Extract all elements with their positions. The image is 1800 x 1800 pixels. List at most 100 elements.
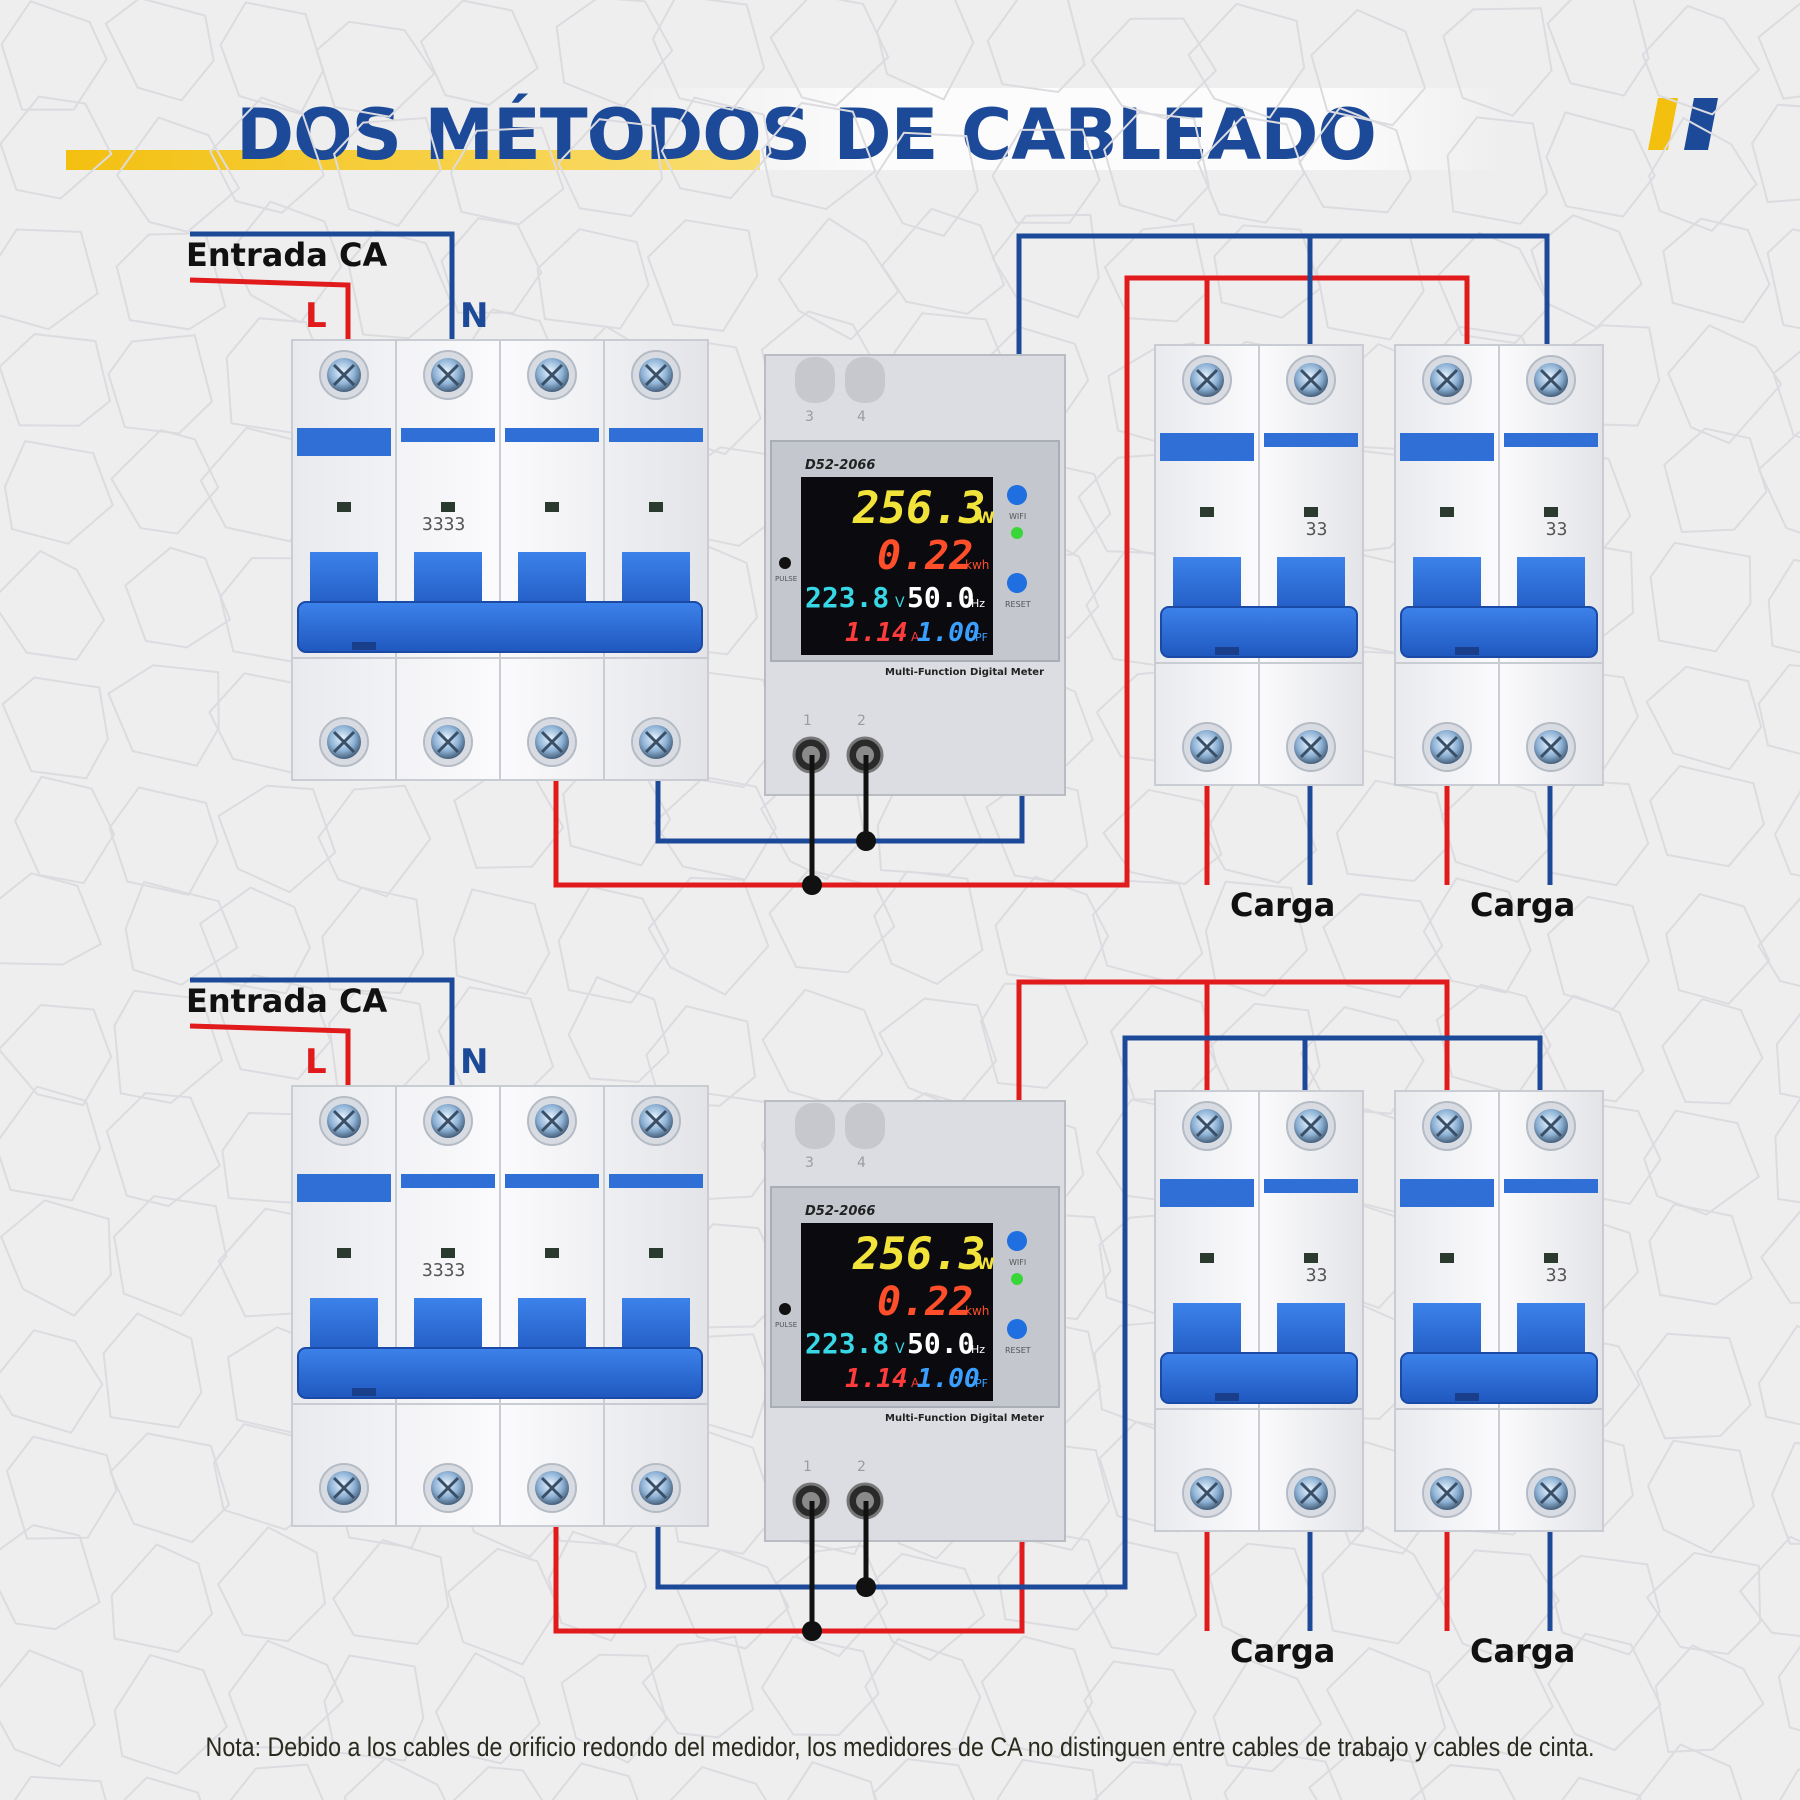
load-breaker-1b-tie-bar [1400,606,1598,658]
bg-cell [1308,1745,1427,1800]
energy-meter-2-model: D52-2066 [805,1204,875,1219]
bg-cell [1442,7,1553,117]
neutral-to-loads-wire-1 [1016,233,1550,375]
bg-cell [1440,773,1552,884]
bg-cell [115,116,241,233]
load-breaker-2a-rating-mark: 33 [1306,1265,1328,1286]
load-label-1b: Carga [1470,886,1576,924]
load-breaker-2b-indicator [1544,1253,1558,1263]
energy-meter-1-slot-3 [795,357,835,403]
energy-meter-2-pulse-label: PULSE [775,1321,797,1329]
bg-cell [864,1637,982,1751]
load-label-2b: Carga [1470,1632,1576,1670]
main-breaker-2-top-screw-slot [332,1109,356,1133]
bg-cell [113,1195,228,1317]
load-breaker-2b-label-strip [1504,1179,1598,1193]
load-breaker-1b-bottom-screw-slot [1435,735,1459,759]
bg-cell [1187,2,1306,119]
load-breaker-1a-label-strip [1264,433,1358,447]
load-breaker-1b-indicator [1440,507,1454,517]
bg-cell [560,1653,668,1764]
energy-meter-1-term-2: 2 [857,713,866,729]
load-breaker-2a-label-strip [1160,1179,1254,1207]
bg-cell [775,1544,889,1658]
wires-layer [189,231,1553,1634]
bg-cell [652,775,777,881]
bg-cell [994,875,1110,986]
load-breaker-1a-label-strip [1160,433,1254,461]
bg-cell [102,1312,203,1429]
load-breaker-2a-label-strip [1264,1179,1358,1193]
main-breaker-2-label-strip [609,1174,703,1188]
bg-cell [0,1003,113,1107]
bg-cell [1635,1743,1743,1800]
bg-cell [997,1529,1109,1631]
bg-cell [557,885,670,1004]
main-breaker-1-bottom-screw-slot [436,730,460,754]
load-breaker-2a-tie-bar [1160,1352,1358,1404]
bg-cell [124,880,239,986]
bg-cell [1212,1658,1323,1773]
bg-cell [0,95,113,200]
bg-cell [0,549,106,661]
energy-meter-1-slot-4 [845,357,885,403]
load-breaker-1b-label-strip [1400,433,1494,461]
bg-cell [866,1552,986,1662]
load-breaker-2a-top-screw-slot [1195,1114,1219,1138]
bg-cell [645,1004,757,1107]
energy-meter-1-frequency: 50.0 [907,581,974,614]
energy-meter-1-pulse-label: PULSE [775,575,797,583]
bg-cell [1409,1764,1517,1800]
load-breaker-2b: 33 [1394,1090,1604,1532]
bg-cell [1643,1109,1760,1216]
bg-cell [786,1761,877,1800]
load-breaker-1b-rating-mark: 33 [1546,519,1568,540]
energy-meter-2-display [801,1223,993,1401]
load-breaker-1b-tie-slot [1455,647,1479,655]
bg-cell [1757,431,1800,534]
bg-cell [1760,1210,1800,1304]
bg-cell [1321,1525,1440,1645]
bg-cell [1546,0,1650,97]
ac-neutral-input-wire-2 [190,977,455,1121]
bg-cell [1641,4,1761,116]
bg-cell [980,982,1089,1090]
bg-cell [440,217,543,314]
load-breaker-2b-label-strip [1400,1179,1494,1207]
load-breaker-2a-top-screw-slot [1299,1114,1323,1138]
bg-cell [1654,1644,1765,1753]
energy-meter-2-reset-button [1007,1319,1027,1339]
bg-cell [876,0,975,101]
bg-cell [647,876,770,996]
energy-meter-2-wifi-label: WIFI [1009,1258,1026,1267]
bg-cell [769,0,890,107]
bg-cell [1196,115,1306,224]
load-breaker-2b-bottom-screw-slot [1539,1481,1563,1505]
bg-cell [1422,877,1532,994]
load-breaker-1a-bottom-screw-slot [1299,735,1323,759]
bg-cell [1757,897,1800,987]
bg-cell [1223,1749,1343,1800]
energy-meter-1-wifi-label: WIFI [1009,512,1026,521]
bg-cell [777,217,900,341]
bg-cell [1446,116,1549,225]
bg-cell [555,0,674,108]
bg-cell [880,207,1006,315]
bg-cell [980,1635,1094,1759]
bg-cell [113,1653,228,1775]
neutral-from-main-1 [655,752,1025,844]
main-breaker-1-indicator [545,502,559,512]
load-breaker-1a-top-screw-slot [1195,368,1219,392]
energy-meter-1-power: 256.3 [852,483,985,534]
page-title: DOS MÉTODOS DE CABLEADO [236,94,1377,176]
bg-cell [332,1538,450,1646]
bg-cell [108,786,219,897]
main-breaker-1-tie-bar [297,601,703,653]
bg-cell [0,1085,102,1202]
line-label-1: L [305,296,327,336]
bg-cell [105,1091,222,1208]
bg-cell [1645,1551,1762,1656]
bg-cell [452,888,551,996]
bg-cell [323,1654,425,1762]
